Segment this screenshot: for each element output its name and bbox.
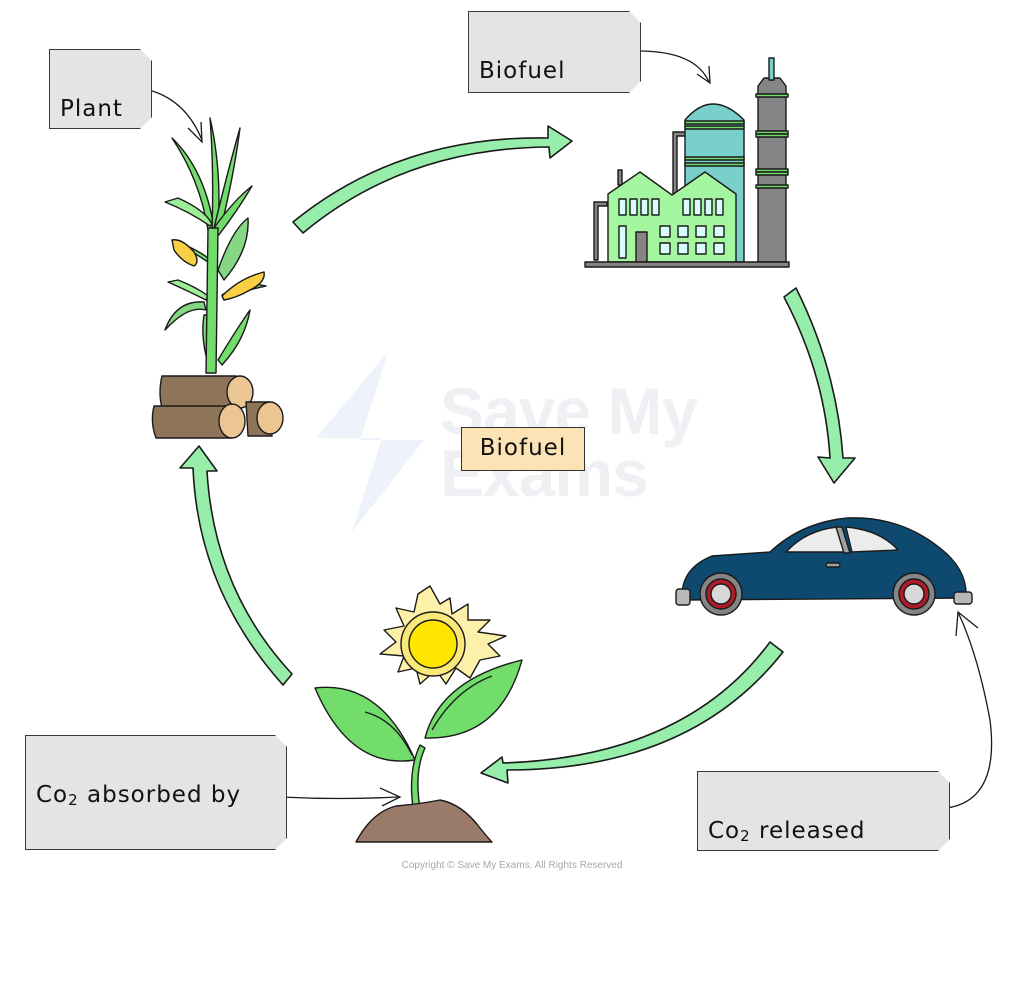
label-co2-absorbed-line1: Co2 absorbed by [36, 777, 276, 819]
co2-prefix: Co [36, 782, 69, 808]
label-biofuel-production: Biofuel production [468, 11, 641, 93]
co2-prefix: Co [708, 818, 741, 844]
center-title-biofuel: Biofuel [461, 427, 585, 471]
arrow-car-to-plant [480, 641, 784, 784]
label-co2-absorbed-line3: photosynthesis [36, 935, 225, 961]
corn-plant-with-logs-icon [151, 117, 284, 439]
car-icon [675, 517, 973, 616]
arrow-factory-to-car [783, 287, 856, 484]
cycle-arrows [179, 125, 856, 784]
callout-connectors [138, 47, 993, 812]
label-co2-absorbed: Co2 absorbed by plants during photosynth… [25, 735, 287, 850]
arrow-crops-to-factory [292, 125, 573, 234]
label-co2-released: Co2 released into atmosphere [697, 771, 950, 851]
arrow-plant-to-crops [179, 445, 293, 686]
label-plant-crops: Plant crops [49, 49, 152, 129]
co2-subscript: 2 [740, 827, 751, 845]
label-biofuel-production-line1: Biofuel [479, 58, 566, 84]
label-plant-crops-line1: Plant [60, 96, 123, 122]
copyright-notice: Copyright © Save My Exams. All Rights Re… [401, 860, 623, 871]
label-co2-released-line2: into atmosphere [708, 897, 913, 923]
co2-subscript: 2 [68, 791, 79, 809]
biofuel-factory-icon [584, 57, 790, 268]
co2-released-rest: released [750, 818, 866, 844]
watermark-bolt-icon [316, 352, 424, 532]
plant-with-sun-icon [314, 585, 523, 843]
biofuel-cycle-diagram: Save My Exams [0, 0, 993, 881]
label-co2-released-line1: Co2 released [708, 813, 939, 855]
co2-absorbed-rest: absorbed by [78, 782, 242, 808]
